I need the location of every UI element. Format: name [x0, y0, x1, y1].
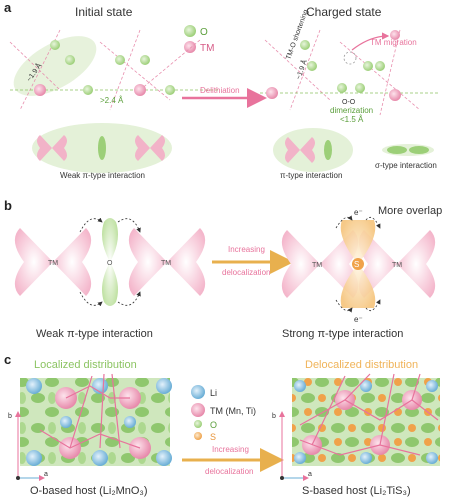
increasing-label-b2: delocalization	[222, 268, 270, 277]
increasing-label-c1: Increasing	[212, 445, 249, 454]
sigma-label: σ-type interaction	[375, 161, 437, 170]
pi-orbital	[273, 128, 353, 172]
s-based-structure	[292, 373, 440, 466]
electron-bottom: e⁻	[354, 315, 363, 324]
dist-24-label: >2.4 Å	[100, 96, 124, 105]
strong-pi-diagram: S TM TM e⁻ e⁻	[281, 208, 436, 324]
panel-a-label: a	[4, 0, 12, 15]
panel-c-label: c	[4, 352, 11, 367]
more-overlap-label: More overlap	[378, 205, 442, 217]
s-based-host-caption: S-based host (Li₂TiS₃)	[302, 485, 411, 497]
panel-b: b TM O TM Increasing delocalization	[4, 198, 442, 340]
increasing-label-c2: delocalization	[205, 467, 253, 476]
delocalized-title: Delocalized distribution	[305, 359, 418, 371]
panel-a: a Initial state Charged state O TM ~1.9	[4, 0, 440, 180]
sigma-orbital	[382, 144, 434, 156]
pi-label: π-type interaction	[280, 171, 342, 180]
legend-tm-label-c: TM (Mn, Ti)	[210, 406, 256, 416]
axis-a-right: a	[308, 471, 312, 478]
dist-15-label: <1.5 Å	[340, 115, 364, 124]
o-based-host-caption: O-based host (Li₂MnO₃)	[30, 485, 148, 497]
o-label: O	[107, 260, 113, 267]
axes-left: b a	[8, 411, 48, 481]
s-label: S	[354, 260, 359, 269]
legend-li-label: Li	[210, 388, 217, 398]
weak-pi-caption: Weak π-type interaction	[36, 328, 153, 340]
initial-state-title: Initial state	[75, 5, 133, 19]
tm-migration-label: TM migration	[370, 38, 417, 47]
dist-charged-19-label: ~1.9 Å	[293, 58, 309, 81]
delithiation-label: Delithiation	[200, 86, 240, 95]
axis-b-right: b	[272, 413, 276, 420]
tm-label-3: TM	[312, 262, 322, 269]
localized-title: Localized distribution	[34, 359, 137, 371]
axes-right: b a	[272, 411, 312, 481]
weak-pi-orbital	[32, 123, 172, 173]
legend-s-circle	[194, 432, 202, 440]
strong-pi-caption: Strong π-type interaction	[282, 328, 403, 340]
dimerization-label: dimerization	[330, 106, 373, 115]
charged-lattice: TM-O shortening ~1.9 Å TM migration O-O …	[260, 9, 440, 124]
charged-state-title: Charged state	[306, 5, 382, 19]
tm-label-2: TM	[161, 260, 171, 267]
tmo-shortening-label: TM-O shortening	[285, 9, 310, 61]
legend-o-label-c: O	[210, 420, 217, 430]
axis-a-left: a	[44, 471, 48, 478]
weak-pi-diagram: TM O TM	[14, 217, 206, 307]
oo-label: O-O	[342, 99, 356, 106]
electron-top: e⁻	[354, 208, 363, 217]
increasing-label-b1: Increasing	[228, 245, 265, 254]
initial-lattice: ~1.9 Å >2.4 Å	[9, 29, 220, 111]
legend-o-circle	[184, 25, 196, 37]
axis-b-left: b	[8, 413, 12, 420]
legend-tm-label: TM	[200, 43, 214, 54]
legend-o-circle-c	[194, 420, 202, 428]
weak-pi-label: Weak π-type interaction	[60, 171, 145, 180]
legend-s-label: S	[210, 432, 216, 442]
tm-label-1: TM	[48, 260, 58, 267]
tm-label-4: TM	[392, 262, 402, 269]
legend-tm-circle-c	[191, 403, 205, 417]
panel-c: c Localized distribution Delocalized dis…	[4, 352, 440, 497]
legend-tm-circle	[184, 41, 196, 53]
panel-b-label: b	[4, 198, 12, 213]
o-based-structure	[20, 373, 172, 466]
legend-o-label: O	[200, 27, 208, 38]
legend-li-circle	[191, 385, 205, 399]
